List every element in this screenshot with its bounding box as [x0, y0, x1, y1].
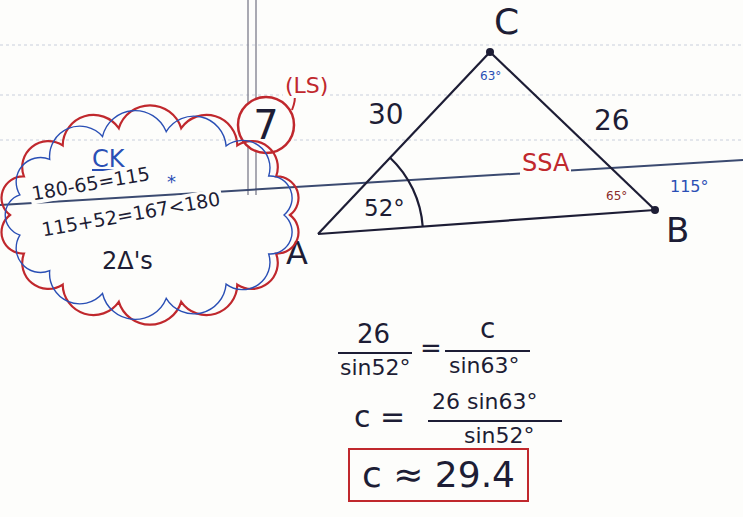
- equation-term: 26: [355, 320, 392, 349]
- check-mark: *: [165, 172, 178, 192]
- side-label: 26: [592, 106, 632, 137]
- case-label: SSA: [520, 150, 571, 176]
- equation-term: c =: [352, 400, 407, 433]
- margin-lines: [248, 0, 256, 195]
- equation-term: 26 sin63°: [430, 390, 540, 414]
- angle-label: 52°: [362, 196, 407, 221]
- problem-note: (LS): [283, 74, 330, 98]
- side-label: 30: [366, 100, 406, 131]
- check-result: 2Δ's: [100, 248, 155, 274]
- equation-term: sin52°: [338, 356, 413, 380]
- check-cloud: CK180-65=115*115+52=167<1802Δ's: [0, 120, 300, 310]
- angle-label: 63°: [478, 70, 503, 83]
- angle-label: 65°: [604, 190, 629, 203]
- ruled-lines: [0, 45, 743, 140]
- vertex-label: B: [664, 212, 691, 249]
- equation-term: sin52°: [462, 424, 537, 448]
- equation-term: c: [478, 314, 497, 345]
- angle-label: 115°: [668, 178, 711, 196]
- answer: c ≈ 29.4: [360, 455, 517, 495]
- equation-term: sin63°: [447, 354, 522, 378]
- triangle: [318, 52, 655, 234]
- vertex-label: C: [492, 2, 521, 42]
- vertex-dot: [651, 206, 659, 214]
- equation-term: =: [418, 334, 444, 363]
- answer-box: c ≈ 29.4: [348, 448, 529, 502]
- vertex-dot: [486, 48, 494, 56]
